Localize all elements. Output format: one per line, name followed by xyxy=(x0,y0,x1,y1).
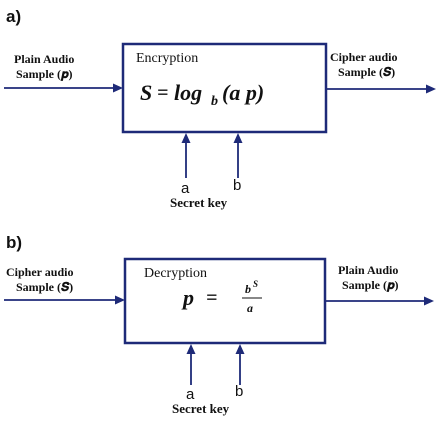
panel-a-label: a) xyxy=(6,7,21,26)
decryption-equation: p = b S a xyxy=(181,279,262,315)
panel-b-key-b-label: b xyxy=(235,383,243,400)
equation-b-equals: = xyxy=(206,287,217,309)
panel-a-input-label-line2: Sample (𝒑) xyxy=(16,67,72,81)
panel-a-key-b-arrow xyxy=(233,133,243,178)
panel-b-output-arrow xyxy=(325,296,434,306)
encryption-title: Encryption xyxy=(136,51,198,66)
equation-a-argument: (a p) xyxy=(222,80,264,105)
equation-a-equals: = xyxy=(157,82,168,104)
encryption-box xyxy=(121,42,328,134)
panel-a: a) Plain Audio Sample (𝒑) Encryption S =… xyxy=(4,7,436,210)
panel-b-label: b) xyxy=(6,233,22,252)
panel-a-key-a-label: a xyxy=(181,180,190,197)
equation-a-lhs: S xyxy=(140,80,152,105)
panel-b: b) Cipher audio Sample (𝑺) Decryption p … xyxy=(4,233,434,416)
panel-b-secret-key-label: Secret key xyxy=(172,401,230,416)
panel-b-output-label-line1: Plain Audio xyxy=(338,263,398,277)
panel-b-key-b-arrow xyxy=(235,344,245,385)
equation-b-denominator: a xyxy=(247,301,253,315)
panel-b-output-label-line2: Sample (𝒑) xyxy=(342,278,398,292)
equation-a-base: b xyxy=(211,94,218,109)
panel-a-output-label-line1: Cipher audio xyxy=(330,50,397,64)
decryption-title: Decryption xyxy=(144,266,207,281)
panel-b-key-a-label: a xyxy=(186,386,195,403)
panel-a-secret-key-label: Secret key xyxy=(170,195,228,210)
panel-b-key-a-arrow xyxy=(186,344,196,385)
panel-b-input-label-line1: Cipher audio xyxy=(6,265,73,279)
encryption-equation: S = log b (a p) xyxy=(140,80,264,109)
equation-b-lhs: p xyxy=(181,285,194,310)
equation-b-numerator-base: b xyxy=(245,282,251,296)
panel-b-input-arrow xyxy=(4,295,125,305)
panel-a-key-b-label: b xyxy=(233,177,241,194)
equation-b-numerator-exponent: S xyxy=(253,279,258,289)
panel-b-input-label-line2: Sample (𝑺) xyxy=(16,280,73,294)
panel-a-input-arrow xyxy=(4,83,123,93)
panel-a-output-arrow xyxy=(326,84,436,94)
panel-a-output-label-line2: Sample (𝑺) xyxy=(338,65,395,79)
equation-a-log: log xyxy=(174,80,202,105)
panel-a-input-label-line1: Plain Audio xyxy=(14,52,74,66)
panel-a-key-a-arrow xyxy=(181,133,191,178)
